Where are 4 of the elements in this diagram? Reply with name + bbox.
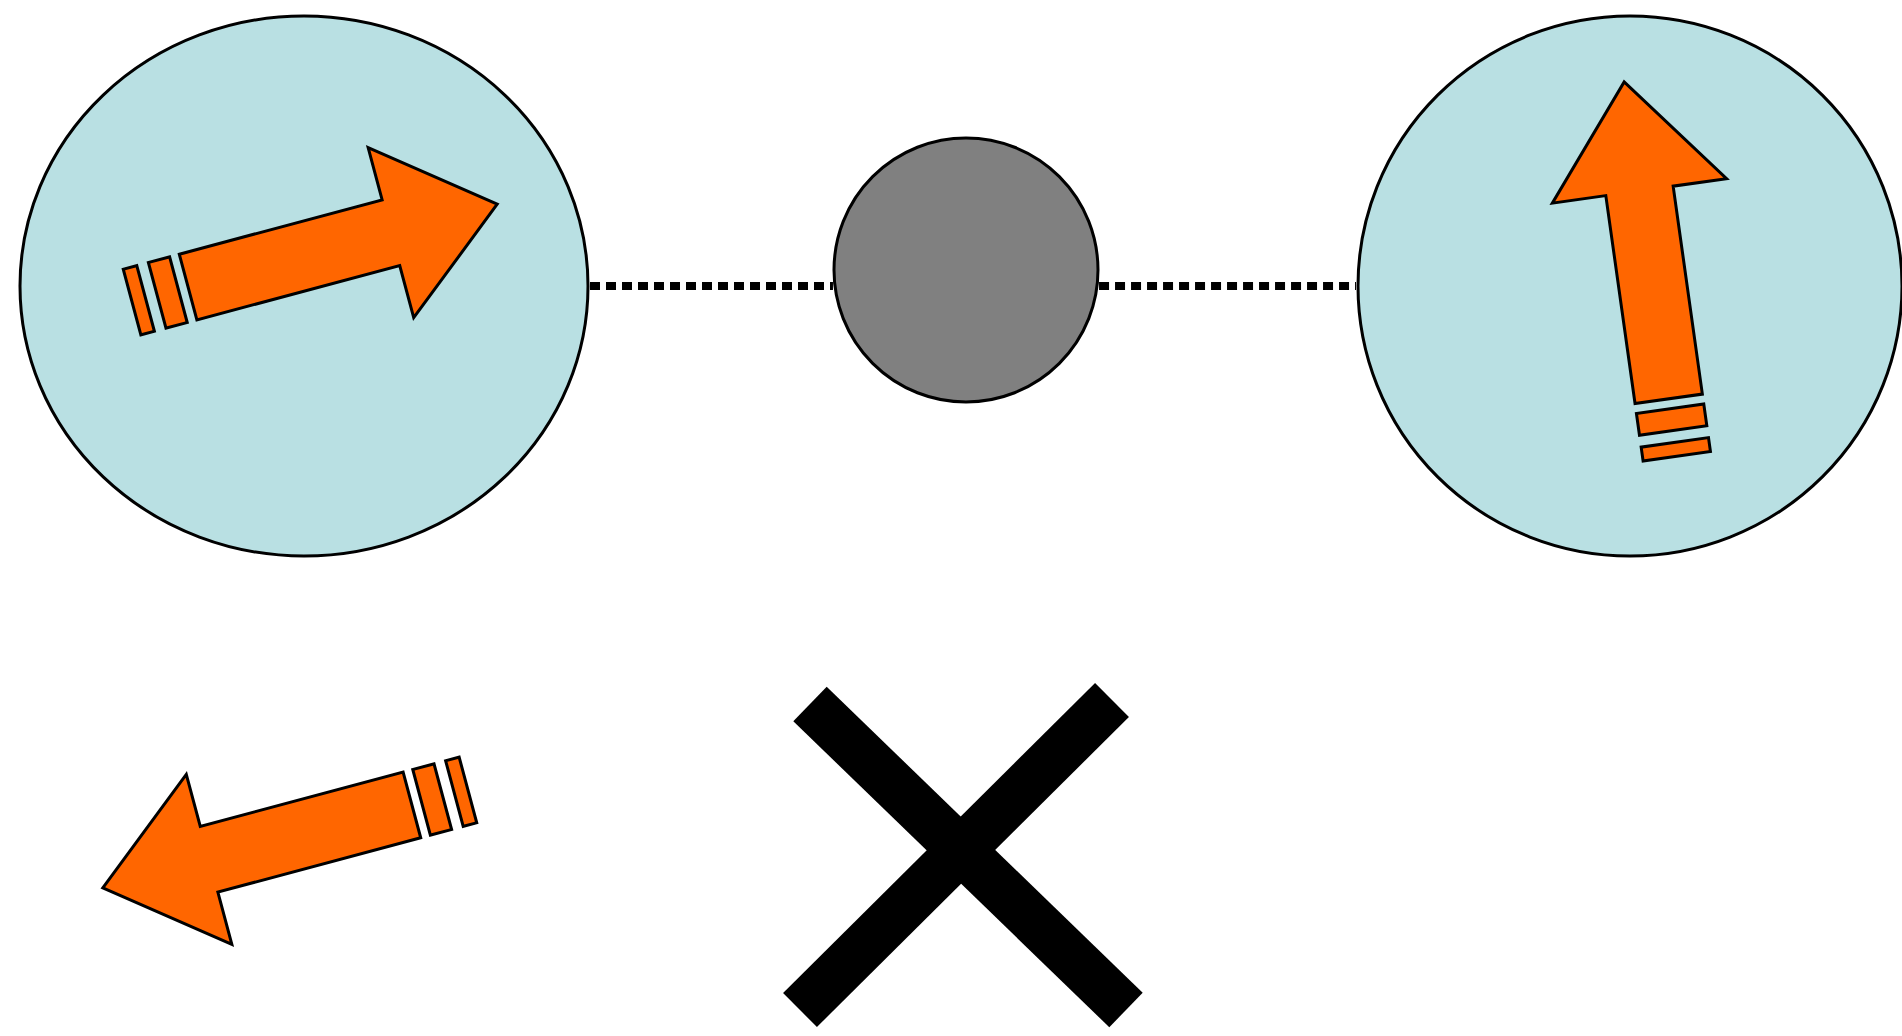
circle-with-arrow (1356, 14, 1902, 558)
circle (832, 136, 1100, 404)
dotted-line (1099, 282, 1356, 290)
dotted-line (590, 282, 833, 290)
